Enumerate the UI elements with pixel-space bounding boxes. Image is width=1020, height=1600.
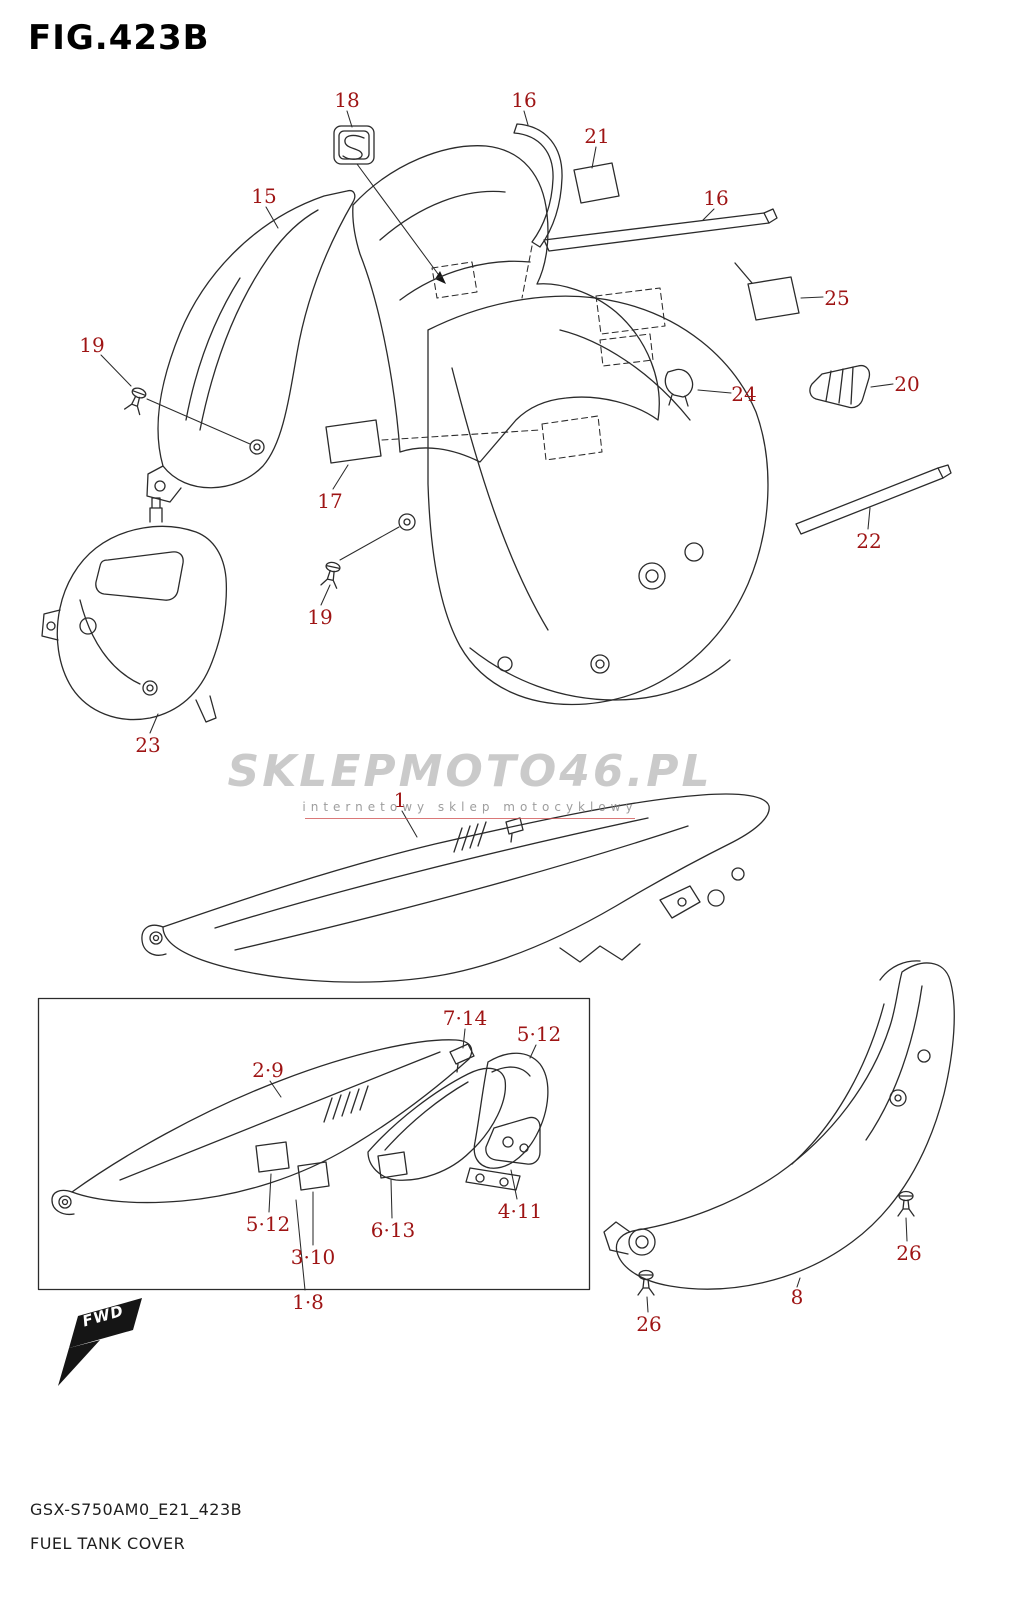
part-23-bracket (41, 497, 228, 723)
part-8-side-cover-right (603, 960, 955, 1290)
part-callout-26: 26 (896, 1241, 922, 1265)
part-callout-1-8: 1·8 (292, 1290, 324, 1314)
part-callout-5-12: 5·12 (245, 1212, 291, 1236)
part-17-cushion-pad (325, 419, 382, 464)
part-callout-5-12: 5·12 (516, 1022, 562, 1046)
part-20-grommet (809, 364, 871, 409)
part-callout-24: 24 (731, 382, 757, 406)
part-callout-7-14: 7·14 (442, 1006, 488, 1030)
part-16-trim-strip-top (513, 123, 563, 248)
part-callout-25: 25 (824, 286, 850, 310)
part-callout-22: 22 (856, 529, 882, 553)
part-22-trim-strip-lower (795, 464, 952, 535)
inset-box (37, 997, 591, 1291)
leader-lines (100, 110, 908, 1313)
figure-caption: FUEL TANK COVER (30, 1534, 186, 1553)
part-callout-21: 21 (584, 124, 610, 148)
part-callout-19: 19 (79, 333, 105, 357)
part-callout-18: 18 (334, 88, 360, 112)
part-callout-23: 23 (135, 733, 161, 757)
watermark-underline (305, 818, 635, 819)
part-callout-16: 16 (703, 186, 729, 210)
part-callout-8: 8 (790, 1285, 804, 1309)
part-callout-15: 15 (251, 184, 277, 208)
watermark: SKLEPMOTO46.PL internetowy sklep motocyk… (80, 746, 860, 819)
part-callout-3-10: 3·10 (290, 1245, 336, 1269)
part-callout-1: 1 (393, 788, 407, 812)
part-24-clip (664, 368, 694, 407)
part-19-fastener-center (320, 561, 341, 589)
figure-footer: GSX-S750AM0_E21_423B FUEL TANK COVER (30, 1500, 242, 1553)
part-callout-19: 19 (307, 605, 333, 629)
suzuki-emblem-icon (333, 125, 375, 165)
part-19-fastener-left (123, 387, 147, 416)
part-right-side-cover (381, 287, 769, 706)
part-callout-4-11: 4·11 (497, 1199, 543, 1223)
part-callout-17: 17 (317, 489, 343, 513)
part-callout-16: 16 (511, 88, 537, 112)
part-21-cushion-pad (573, 162, 620, 204)
watermark-brand: SKLEPMOTO46.PL (227, 746, 713, 797)
part-26-clip-bottom (637, 1269, 655, 1296)
part-1-side-cover (141, 793, 770, 983)
part-callout-20: 20 (894, 372, 920, 396)
part-25-cushion-pad (734, 262, 800, 321)
part-callout-6-13: 6·13 (370, 1218, 416, 1242)
part-center-top-cover (352, 145, 660, 463)
part-callout-26: 26 (636, 1312, 662, 1336)
part-callout-2-9: 2·9 (252, 1058, 284, 1082)
inset-side-cover-assembly (51, 1039, 549, 1216)
figure-title: FIG.423B (28, 18, 210, 58)
fwd-arrow-icon (58, 1298, 142, 1386)
watermark-subtitle: internetowy sklep motocyklowy (302, 800, 638, 814)
part-15-left-front-cover (146, 189, 356, 503)
figure-code: GSX-S750AM0_E21_423B (30, 1500, 243, 1519)
part-16-trim-strip-right (543, 208, 778, 252)
part-26-clip-right (897, 1190, 915, 1217)
